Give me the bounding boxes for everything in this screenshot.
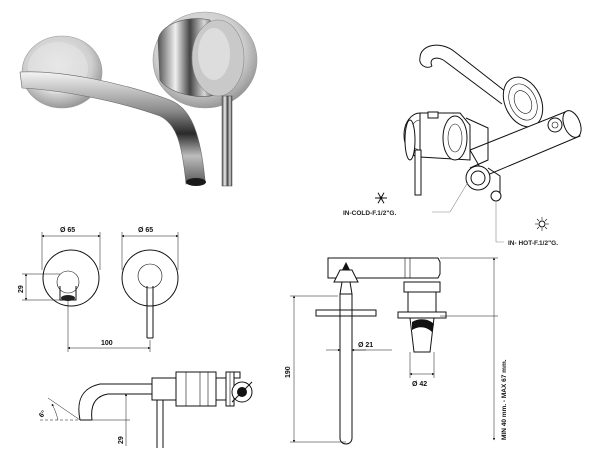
front-height-label: 29 <box>18 285 25 293</box>
spout-angle-label: 6° <box>37 409 48 419</box>
hot-inlet-label: IN- HOT-F.1/2"G. <box>508 240 558 247</box>
wall-depth-range-label: MIN 40 mm. - MAX 67 mm. <box>501 359 508 440</box>
spout-drop-label: 29 <box>118 436 125 444</box>
snowflake-icon <box>375 192 387 204</box>
side-height-label: 190 <box>285 366 292 378</box>
cold-inlet-callout: IN-COLD-F.1/2"G. <box>343 192 396 217</box>
front-left-diameter-label: Ø 65 <box>60 227 75 234</box>
front-spacing-label: 100 <box>101 340 113 347</box>
side-pipe-diameter-label: Ø 21 <box>358 342 373 349</box>
side-body-diameter-label: Ø 42 <box>412 381 427 388</box>
sun-icon <box>535 217 549 231</box>
exploded-view-drawing <box>403 44 582 243</box>
front-view-drawing <box>22 232 179 352</box>
side-section-drawing <box>290 257 498 445</box>
product-photo <box>19 11 258 187</box>
front-right-diameter-label: Ø 65 <box>138 227 153 234</box>
side-profile-drawing <box>40 371 253 448</box>
cold-inlet-label: IN-COLD-F.1/2"G. <box>343 210 396 217</box>
hot-inlet-callout: IN- HOT-F.1/2"G. <box>508 217 558 247</box>
